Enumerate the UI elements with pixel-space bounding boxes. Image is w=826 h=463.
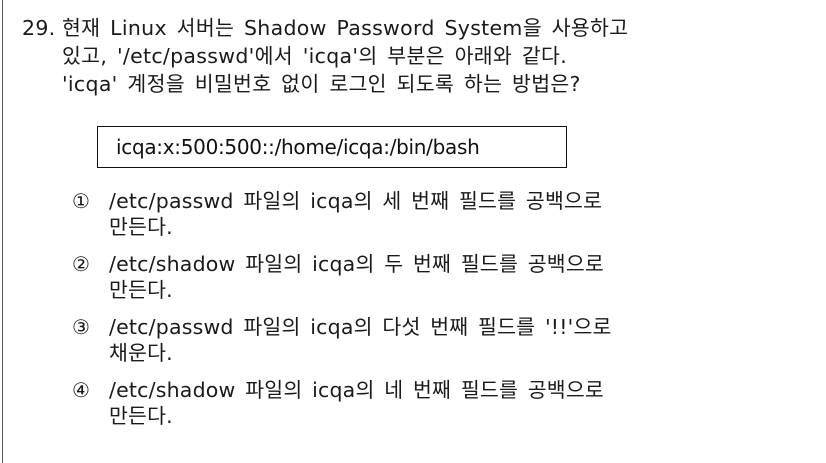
option-text-line: 채운다. [109,341,173,365]
option-text-line: 만든다. [109,404,173,428]
question-line-1: 29.현재 Linux 서버는 Shadow Password System을 … [22,14,812,42]
passwd-entry-box: icqa:x:500:500::/home/icqa:/bin/bash [97,126,567,168]
option-text: /etc/passwd 파일의 icqa의 세 번째 필드를 공백으로 만든다. [109,188,602,240]
option-number-4-icon: ④ [72,378,90,402]
question-text-line: 'icqa' 계정을 비밀번호 없이 로그인 되도록 하는 방법은? [62,72,581,96]
option-number-3-icon: ③ [72,315,90,339]
answer-option-1[interactable]: ① /etc/passwd 파일의 icqa의 세 번째 필드를 공백으로 만든… [72,188,812,240]
question-number: 29. [22,16,56,40]
answer-option-3[interactable]: ③ /etc/passwd 파일의 icqa의 다섯 번째 필드를 '!!'으로… [72,314,812,366]
option-text-line: 만든다. [109,278,173,302]
left-margin-rule [2,0,3,463]
option-text-line: 만든다. [109,215,173,239]
option-number-2-icon: ② [72,252,90,276]
question-line-2: 있고, '/etc/passwd'에서 'icqa'의 부분은 아래와 같다. [22,42,812,70]
answer-option-2[interactable]: ② /etc/shadow 파일의 icqa의 두 번째 필드를 공백으로 만든… [72,251,812,303]
question-text-line: 있고, '/etc/passwd'에서 'icqa'의 부분은 아래와 같다. [62,44,568,68]
option-text-line: /etc/passwd 파일의 icqa의 다섯 번째 필드를 '!!'으로 [109,315,612,339]
answer-options: ① /etc/passwd 파일의 icqa의 세 번째 필드를 공백으로 만든… [72,188,812,440]
question-line-3: 'icqa' 계정을 비밀번호 없이 로그인 되도록 하는 방법은? [22,70,812,98]
option-text: /etc/passwd 파일의 icqa의 다섯 번째 필드를 '!!'으로 채… [109,314,612,366]
option-number-1-icon: ① [72,189,90,213]
option-text-line: /etc/passwd 파일의 icqa의 세 번째 필드를 공백으로 [109,189,603,213]
passwd-entry-text: icqa:x:500:500::/home/icqa:/bin/bash [116,135,480,159]
option-text-line: /etc/shadow 파일의 icqa의 두 번째 필드를 공백으로 [109,252,604,276]
answer-option-4[interactable]: ④ /etc/shadow 파일의 icqa의 네 번째 필드를 공백으로 만든… [72,377,812,429]
option-text-line: /etc/shadow 파일의 icqa의 네 번째 필드를 공백으로 [109,378,604,402]
question-stem: 29.현재 Linux 서버는 Shadow Password System을 … [22,14,812,98]
option-text: /etc/shadow 파일의 icqa의 네 번째 필드를 공백으로 만든다. [109,377,604,429]
question-text-line: 현재 Linux 서버는 Shadow Password System을 사용하… [62,16,629,40]
option-text: /etc/shadow 파일의 icqa의 두 번째 필드를 공백으로 만든다. [109,251,604,303]
